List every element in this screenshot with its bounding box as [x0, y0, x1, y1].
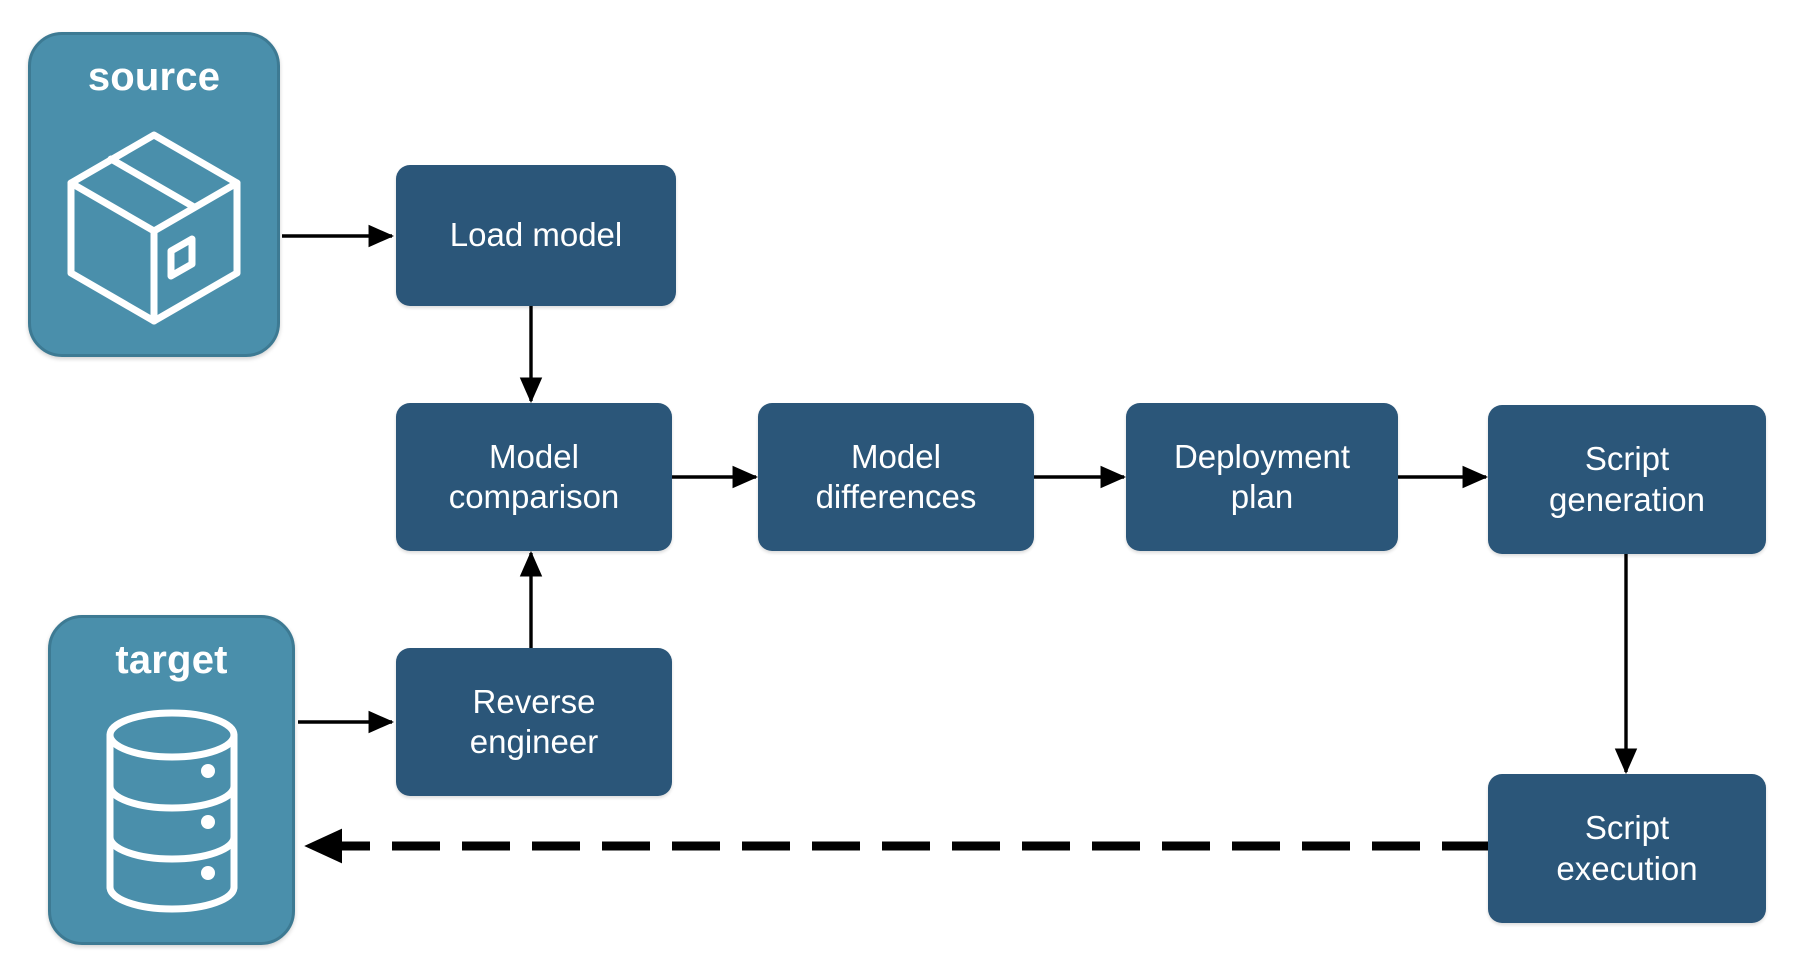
endpoint-source-label: source	[87, 55, 221, 99]
endpoint-target-label: target	[115, 638, 228, 682]
database-cylinder-icon	[51, 680, 292, 942]
endpoint-source[interactable]: source	[28, 32, 280, 357]
process-script-generation[interactable]: Script generation	[1488, 405, 1766, 554]
process-script-execution[interactable]: Script execution	[1488, 774, 1766, 923]
process-deployment-plan-label: Deployment plan	[1173, 437, 1351, 515]
endpoint-target[interactable]: target	[48, 615, 295, 945]
process-model-differences[interactable]: Model differences	[758, 403, 1034, 551]
process-script-execution-label: Script execution	[1556, 809, 1698, 887]
process-model-comparison-label: Model comparison	[448, 437, 620, 515]
process-model-comparison[interactable]: Model comparison	[396, 403, 672, 551]
process-reverse-engineer[interactable]: Reverse engineer	[396, 648, 672, 796]
package-box-icon	[31, 97, 277, 354]
process-script-generation-label: Script generation	[1549, 440, 1705, 518]
process-deployment-plan[interactable]: Deployment plan	[1126, 403, 1398, 551]
process-model-differences-label: Model differences	[815, 437, 977, 515]
process-load-model-label: Load model	[449, 216, 623, 254]
process-reverse-engineer-label: Reverse engineer	[469, 682, 599, 760]
process-load-model[interactable]: Load model	[396, 165, 676, 306]
